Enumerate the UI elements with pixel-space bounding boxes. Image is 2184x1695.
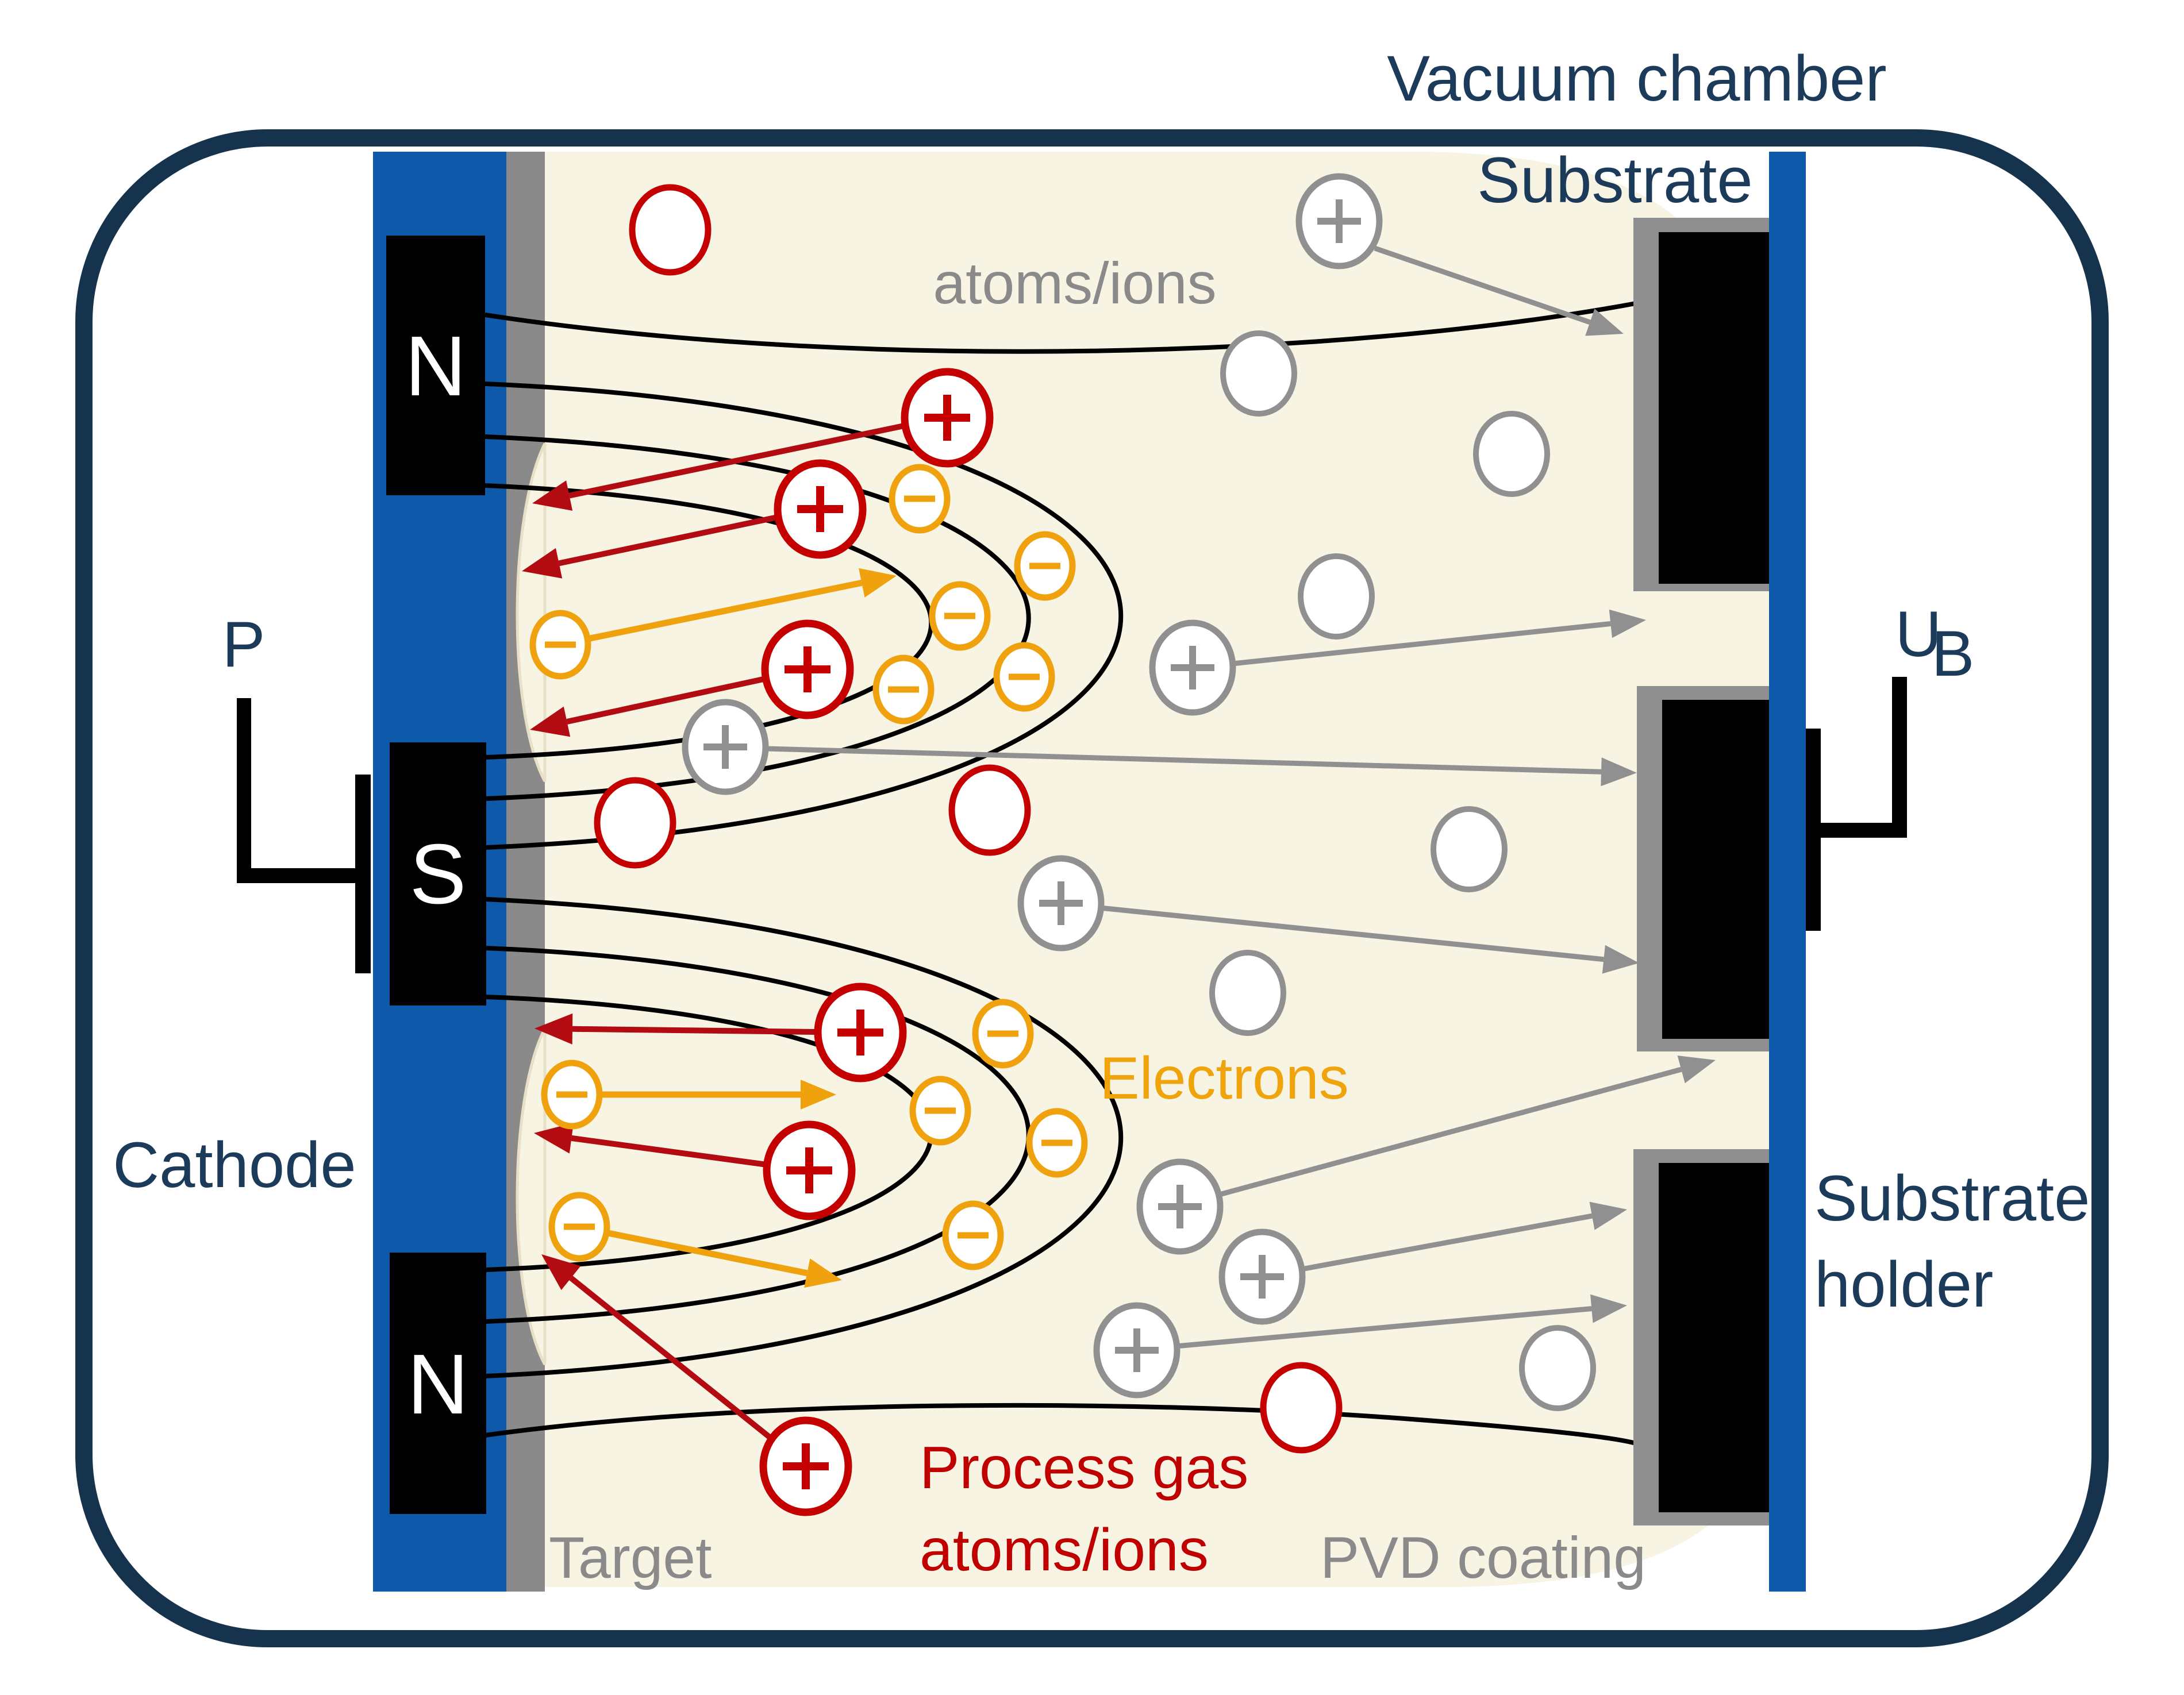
magnet-pole-label-s: S bbox=[410, 827, 467, 922]
substrate-holder-label-line2: holder bbox=[1814, 1249, 1993, 1320]
electron-path-arrow bbox=[607, 1230, 842, 1288]
process-gas-atom bbox=[629, 184, 712, 276]
cathode-power-lead bbox=[237, 698, 371, 973]
substrate-1 bbox=[1659, 232, 1769, 584]
substrate-3 bbox=[1659, 1163, 1769, 1512]
process-gas-label-line2: atoms/ions bbox=[920, 1517, 1209, 1584]
field-line-top-mid bbox=[485, 434, 1031, 801]
sputtered-atom bbox=[1209, 950, 1286, 1036]
electron bbox=[548, 1192, 610, 1262]
ion-bombardment-arrow bbox=[535, 1013, 817, 1045]
electron bbox=[529, 610, 591, 680]
deposition-arrow bbox=[1175, 1294, 1627, 1349]
atoms-ions-label: atoms/ions bbox=[933, 251, 1216, 316]
ion-bombardment-arrow bbox=[522, 514, 779, 579]
ion-bombardment-arrow bbox=[532, 423, 905, 511]
substrates bbox=[1633, 218, 1769, 1526]
electron bbox=[972, 999, 1034, 1069]
process-gas-ion bbox=[761, 619, 854, 719]
process-gas-atom bbox=[1260, 1362, 1343, 1454]
field-line-bottom-long bbox=[485, 1403, 1637, 1446]
target-label: Target bbox=[549, 1525, 712, 1590]
substrate-2 bbox=[1662, 700, 1769, 1039]
field-line-bottom-outer bbox=[485, 897, 1123, 1378]
electron bbox=[541, 1060, 603, 1130]
process-gas-atom bbox=[594, 777, 676, 869]
electron bbox=[1014, 531, 1076, 601]
magnet-pole-label-n-bottom: N bbox=[407, 1337, 469, 1432]
cathode-electrode-bar bbox=[355, 775, 371, 973]
deposition-arrow bbox=[1374, 245, 1624, 336]
sputtered-ion bbox=[1149, 619, 1236, 716]
electrons-label: Electrons bbox=[1099, 1045, 1349, 1112]
sputtered-ion bbox=[1218, 1228, 1306, 1325]
process-gas-label-line1: Process gas bbox=[920, 1435, 1248, 1501]
deposition-arrow bbox=[1232, 609, 1646, 667]
deposition-arrow bbox=[1301, 1201, 1627, 1272]
target-erosion-groove-bottom bbox=[516, 1027, 547, 1366]
electron-path-arrow bbox=[586, 568, 897, 642]
magnet-n-bottom bbox=[390, 1253, 486, 1514]
power-lead-horizontal-wire bbox=[237, 868, 359, 883]
deposition-arrow bbox=[1099, 905, 1639, 974]
sputtered-atom bbox=[1519, 1325, 1596, 1411]
p-supply-label: P bbox=[222, 608, 266, 680]
sputtered-atom bbox=[1220, 330, 1297, 417]
sputtered-atom bbox=[1298, 553, 1375, 640]
sputtered-ion bbox=[1136, 1158, 1224, 1255]
electron bbox=[942, 1200, 1004, 1270]
bias-electrode-bar bbox=[1806, 729, 1821, 931]
sputtered-ion bbox=[1017, 855, 1105, 951]
bias-voltage-subscript: B bbox=[1932, 618, 1975, 689]
deposition-arrow bbox=[1216, 1055, 1716, 1198]
field-line-top-outer bbox=[485, 382, 1123, 850]
electron bbox=[889, 464, 951, 534]
electron bbox=[909, 1076, 971, 1146]
magnet-s-middle bbox=[390, 742, 486, 1006]
ion-bombardment-arrow bbox=[541, 1254, 772, 1440]
arrows-layer bbox=[522, 245, 1716, 1440]
vacuum-chamber-label: Vacuum chamber bbox=[1387, 43, 1886, 114]
cathode-label: Cathode bbox=[113, 1129, 356, 1201]
sputtered-ion bbox=[1093, 1302, 1181, 1399]
bias-power-lead bbox=[1806, 677, 1907, 931]
magnet-pole-label-n-top: N bbox=[405, 319, 467, 414]
particles-layer bbox=[529, 173, 1596, 1516]
sputtered-ion bbox=[1295, 173, 1383, 269]
process-gas-ion bbox=[759, 1416, 852, 1516]
substrate-holder-bar bbox=[1769, 152, 1806, 1592]
electron-path-arrow bbox=[601, 1080, 836, 1110]
substrate-holder-label-line1: Substrate bbox=[1814, 1162, 2090, 1234]
ion-bombardment-arrow bbox=[530, 676, 767, 737]
ion-bombardment-arrow bbox=[534, 1123, 767, 1168]
process-gas-ion bbox=[901, 368, 994, 468]
process-gas-atom bbox=[948, 764, 1031, 856]
process-gas-ion bbox=[814, 983, 907, 1083]
sputtered-atom bbox=[1473, 411, 1550, 497]
electron bbox=[929, 581, 991, 651]
pvd-coating-label: PVD coating bbox=[1320, 1525, 1646, 1590]
sputtered-ion bbox=[682, 699, 769, 795]
process-gas-ion bbox=[763, 1120, 856, 1220]
magnet-n-top bbox=[386, 236, 485, 495]
magnet-assembly: N S N bbox=[386, 236, 486, 1514]
process-gas-ion bbox=[774, 459, 867, 559]
bias-voltage-label: U bbox=[1895, 598, 1942, 670]
bias-vertical-wire bbox=[1892, 677, 1907, 838]
sputtered-atom bbox=[1431, 806, 1508, 892]
field-line-top-long bbox=[485, 301, 1636, 354]
electron bbox=[1026, 1108, 1088, 1178]
deposition-arrow bbox=[767, 746, 1637, 787]
electron bbox=[872, 654, 935, 725]
electron bbox=[993, 642, 1055, 712]
substrate-label: Substrate bbox=[1477, 144, 1752, 216]
power-lead-vertical-wire bbox=[237, 698, 251, 883]
